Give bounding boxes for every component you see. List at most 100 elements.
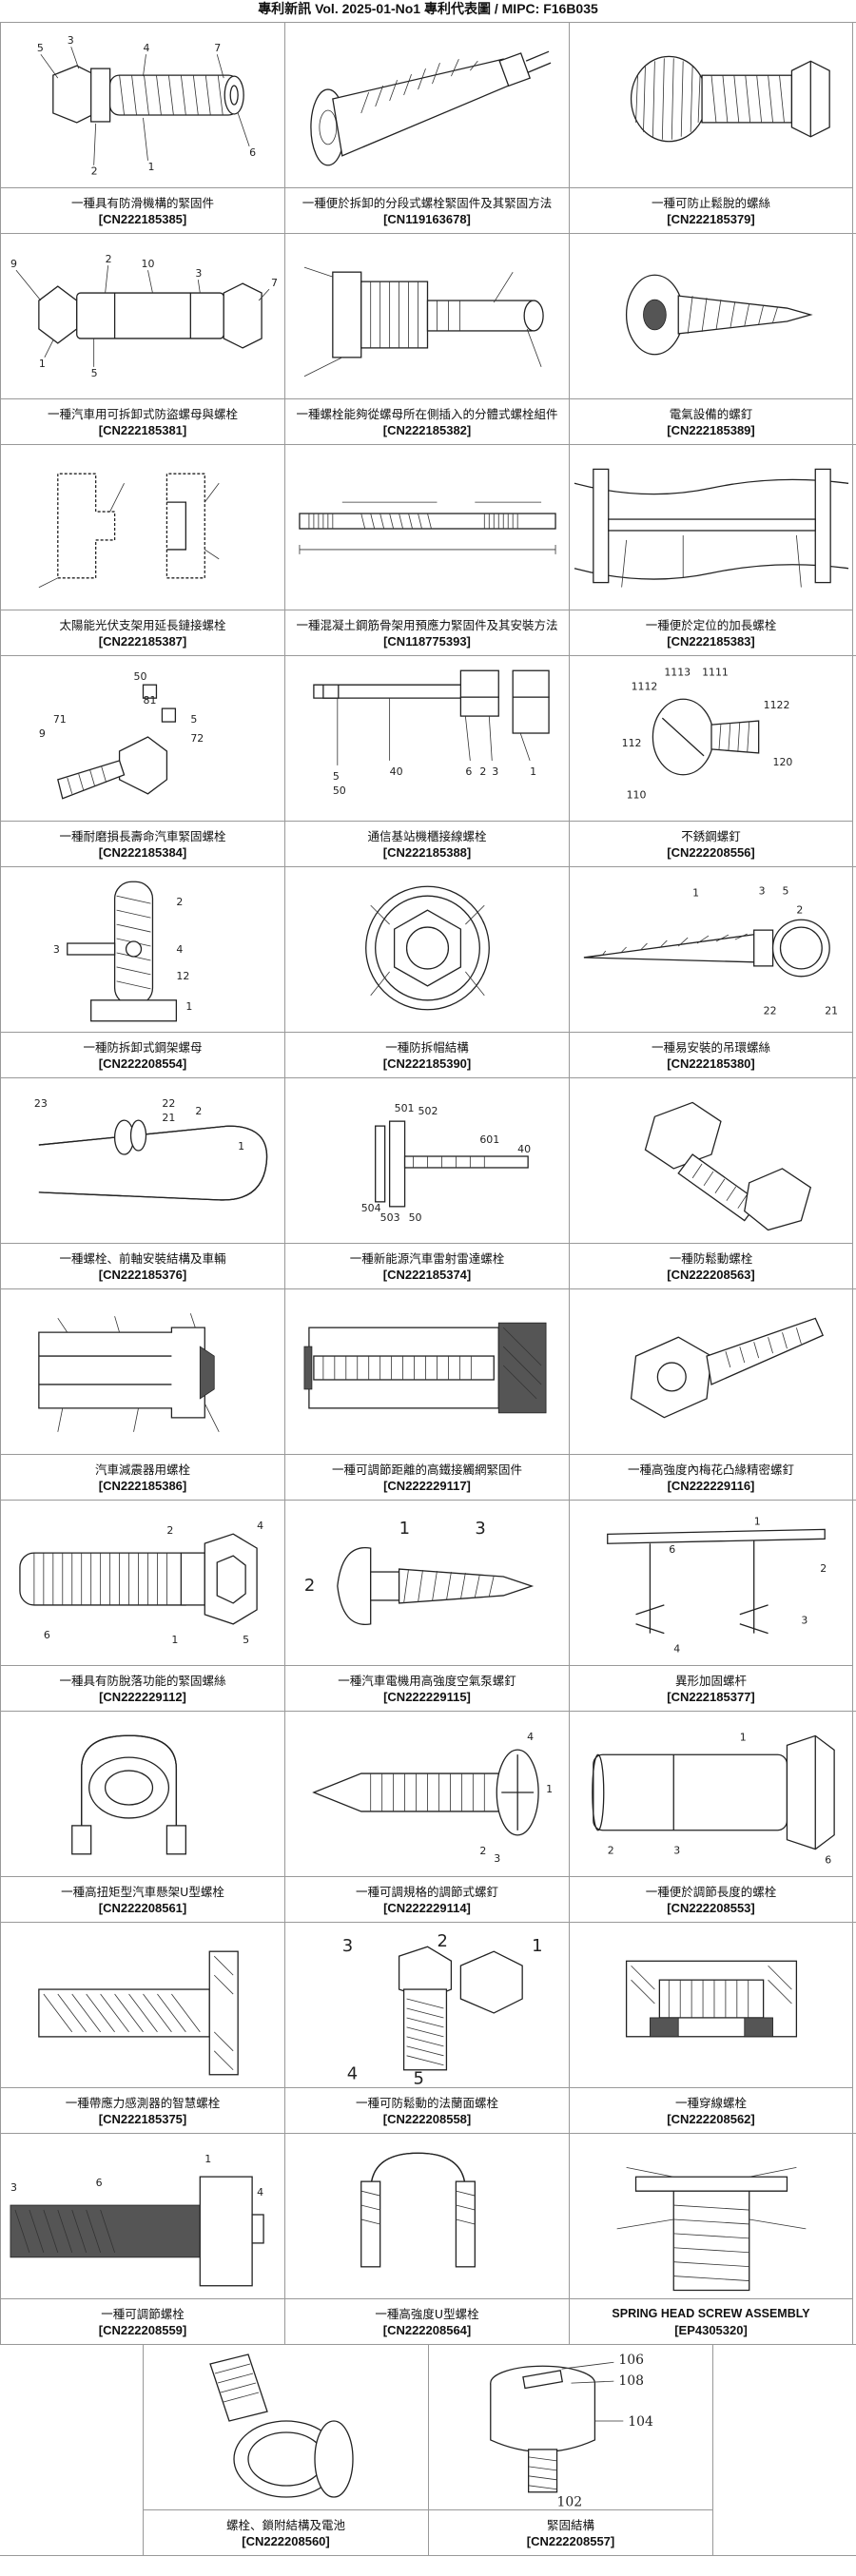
patent-card[interactable]: 太陽能光伏支架用延長鏈接螺栓[CN222185387]: [0, 445, 284, 655]
label: 2: [796, 903, 803, 916]
patent-card[interactable]: 106 108 104 102 緊固結構[CN222208557]: [428, 2345, 713, 2555]
label: 106: [618, 2353, 644, 2368]
patent-card[interactable]: 1 3 2 一種汽車電機用高強度空氣泵螺釘[CN222229115]: [284, 1501, 569, 1711]
patent-number: [CN222229112]: [99, 1689, 186, 1705]
patent-card[interactable]: 5 50 40 6 2 3 1 通信基站機櫃接線螺栓[CN222185388]: [284, 656, 569, 866]
patent-title: 一種高強度內梅花凸緣精密螺釘: [628, 1462, 794, 1478]
label: 21: [825, 1005, 838, 1017]
patent-card[interactable]: 螺栓、鎖附結構及電池[CN222208560]: [143, 2345, 428, 2555]
patent-drawing: 5 50 40 6 2 3 1: [285, 656, 569, 822]
patent-number: [CN222185384]: [99, 844, 187, 861]
patent-card[interactable]: 3 6 1 4 一種可調節螺栓[CN222208559]: [0, 2134, 284, 2344]
patent-card[interactable]: 一種便於拆卸的分段式螺栓緊固件及其緊固方法[CN119163678]: [284, 23, 569, 233]
patent-drawing: [570, 234, 852, 399]
label: 9: [10, 258, 17, 270]
patent-card[interactable]: 1 3 5 2 21 22 一種易安裝的吊環螺絲[CN222185380]: [569, 867, 853, 1077]
patent-title: 一種螺栓能夠從螺母所在側插入的分體式螺栓組件: [296, 406, 557, 422]
patent-drawing: [570, 1078, 852, 1244]
patent-card[interactable]: 一種高強度內梅花凸緣精密螺釘[CN222229116]: [569, 1289, 853, 1500]
patent-card[interactable]: 一種可調節距離的高鐵接觸網緊固件[CN222229117]: [284, 1289, 569, 1500]
patent-drawing: [144, 2345, 428, 2510]
label: 1: [238, 1140, 244, 1152]
grid-row: 9 2 10 3 7 1 5 一種汽車用可拆卸式防盜螺母與螺栓[CN222185…: [0, 233, 856, 444]
patent-number: [CN222185387]: [99, 633, 187, 649]
patent-title: 一種便於拆卸的分段式螺栓緊固件及其緊固方法: [302, 195, 553, 211]
label: 2: [304, 1576, 315, 1596]
patent-number: [CN222208554]: [99, 1056, 187, 1072]
label: 102: [557, 2495, 583, 2509]
patent-card[interactable]: 9 2 10 3 7 1 5 一種汽車用可拆卸式防盜螺母與螺栓[CN222185…: [0, 234, 284, 444]
patent-title: 一種可調節螺栓: [101, 2306, 185, 2322]
patent-card[interactable]: 23 22 21 2 1 一種螺栓、前軸安裝結構及車輛[CN222185376]: [0, 1078, 284, 1288]
label: 1: [692, 886, 699, 899]
patent-number: [CN222208557]: [527, 2533, 615, 2549]
patent-card[interactable]: 501 502 601 40 503 504 50 一種新能源汽車雷射雷達螺栓[…: [284, 1078, 569, 1288]
patent-title: 汽車減震器用螺栓: [95, 1462, 190, 1478]
adjustable-screw-drawing: 4 1 2 3: [285, 1712, 569, 1876]
patent-drawing: [570, 1923, 852, 2088]
patent-card[interactable]: 4 1 2 3 一種可調規格的調節式螺釘[CN222229114]: [284, 1712, 569, 1922]
patent-card[interactable]: 2 4 6 1 5 一種具有防脫落功能的緊固螺絲[CN222229112]: [0, 1501, 284, 1711]
patent-card[interactable]: 一種穿線螺栓[CN222208562]: [569, 1923, 853, 2133]
patent-drawing: 23 22 21 2 1: [1, 1078, 284, 1244]
label: 503: [380, 1211, 400, 1224]
patent-card[interactable]: 一種便於定位的加長螺栓[CN222185383]: [569, 445, 853, 655]
patent-drawing: 501 502 601 40 503 504 50: [285, 1078, 569, 1244]
patent-number: [CN222208561]: [99, 1900, 187, 1916]
label: 3: [342, 1936, 353, 1956]
patent-card[interactable]: 一種可防止鬆脫的螺絲[CN222185379]: [569, 23, 853, 233]
label: 3: [494, 1852, 500, 1865]
battery-lock-bolt-drawing: [144, 2345, 428, 2509]
patent-title: 太陽能光伏支架用延長鏈接螺栓: [59, 617, 225, 633]
label: 3: [475, 1519, 485, 1539]
patent-card[interactable]: 一種混凝土鋼筋骨架用預應力緊固件及其安裝方法[CN118775393]: [284, 445, 569, 655]
patent-card[interactable]: 1 2 3 6 一種便於調節長度的螺栓[CN222208553]: [569, 1712, 853, 1922]
patent-grid: 5 3 4 7 6 1 2 一種具有防滑機構的緊固件[CN222185385]: [0, 22, 856, 2556]
patent-card[interactable]: 5 3 4 7 6 1 2 一種具有防滑機構的緊固件[CN222185385]: [0, 23, 284, 233]
patent-card[interactable]: 1113 1111 1112 1122 112 120 110 不銹鋼螺釘[CN…: [569, 656, 853, 866]
patent-number: [CN222208556]: [667, 844, 755, 861]
grid-row: 3 6 1 4 一種可調節螺栓[CN222208559] 一種高強度U型螺栓[C…: [0, 2133, 856, 2344]
label: 71: [53, 713, 67, 726]
patent-card[interactable]: 汽車減震器用螺栓[CN222185386]: [0, 1289, 284, 1500]
label: 2: [91, 165, 98, 178]
patent-card[interactable]: 2 3 4 12 1 一種防拆卸式鋼架螺母[CN222208554]: [0, 867, 284, 1077]
shock-absorber-bolt-drawing: [1, 1289, 284, 1454]
patent-card[interactable]: 一種帶應力感測器的智慧螺栓[CN222185375]: [0, 1923, 284, 2133]
patent-drawing: 9 2 10 3 7 1 5: [1, 234, 284, 399]
high-strength-u-bolt-drawing: [285, 2134, 569, 2298]
smart-bolt-drawing: [1, 1923, 284, 2087]
patent-title: 一種防拆帽結構: [385, 1039, 469, 1056]
label: 4: [257, 2186, 263, 2198]
threading-bolt-drawing: [570, 1923, 852, 2087]
patent-drawing: [285, 23, 569, 188]
grid-row: 螺栓、鎖附結構及電池[CN222208560] 106 108 104 102 …: [0, 2344, 856, 2556]
patent-number: [CN222185380]: [667, 1056, 755, 1072]
patent-card[interactable]: 一種螺栓能夠從螺母所在側插入的分體式螺栓組件[CN222185382]: [284, 234, 569, 444]
patent-card[interactable]: 一種高扭矩型汽車懸架U型螺栓[CN222208561]: [0, 1712, 284, 1922]
patent-card[interactable]: 一種防鬆動螺栓[CN222208563]: [569, 1078, 853, 1288]
label: 1113: [664, 666, 691, 678]
label: 22: [764, 1005, 777, 1017]
patent-card[interactable]: 一種防拆帽結構[CN222185390]: [284, 867, 569, 1077]
patent-drawing: [285, 445, 569, 610]
patent-card[interactable]: 1 6 2 4 3 異形加固螺杆[CN222185377]: [569, 1501, 853, 1711]
u-bolt-drawing: 23 22 21 2 1: [1, 1078, 284, 1243]
label: 4: [176, 943, 183, 956]
patent-title: 一種防拆卸式鋼架螺母: [83, 1039, 202, 1056]
patent-number: [CN222185377]: [667, 1689, 755, 1705]
patent-card[interactable]: 電氣設備的螺釘[CN222185389]: [569, 234, 853, 444]
patent-card[interactable]: 50 81 71 9 72 5 一種耐磨損長壽命汽車緊固螺栓[CN2221853…: [0, 656, 284, 866]
patent-drawing: 106 108 104 102: [429, 2345, 712, 2510]
label: 3: [673, 1845, 680, 1857]
label: 6: [96, 2177, 103, 2189]
patent-title: 一種高扭矩型汽車懸架U型螺栓: [61, 1884, 224, 1900]
patent-card[interactable]: 3 2 1 5 4 一種可防鬆動的法蘭面螺栓[CN222208558]: [284, 1923, 569, 2133]
patent-number: [CN222185374]: [383, 1267, 472, 1283]
label: 2: [176, 896, 183, 908]
patent-number: [CN222185390]: [383, 1056, 472, 1072]
patent-card[interactable]: 一種高強度U型螺栓[CN222208564]: [284, 2134, 569, 2344]
patent-card[interactable]: SPRING HEAD SCREW ASSEMBLY[EP4305320]: [569, 2134, 853, 2344]
patent-title: 一種可調規格的調節式螺釘: [356, 1884, 498, 1900]
patent-title: 一種耐磨損長壽命汽車緊固螺栓: [59, 828, 225, 844]
